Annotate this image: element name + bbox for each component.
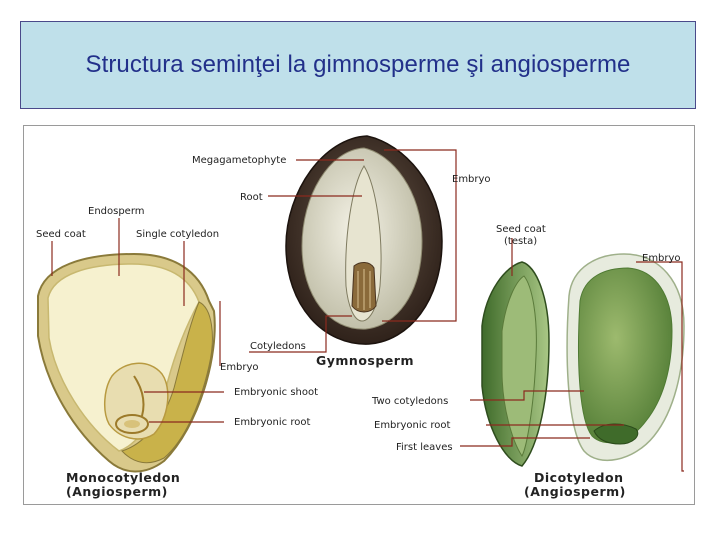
caption-dicot-line2: (Angiosperm) [524,484,626,499]
label-gym-megagametophyte: Megagametophyte [192,155,286,166]
caption-monocot-line1: Monocotyledon [66,470,180,485]
caption-monocot-line2: (Angiosperm) [66,484,168,499]
monocot-seed [38,254,215,472]
label-dicot-embryo: Embryo [642,253,681,264]
label-monocot-embryonic-root: Embryonic root [234,417,310,428]
slide-title: Structura seminţei la gimnosperme şi ang… [85,51,630,79]
gymnosperm-seed [286,136,442,344]
seed-structure-figure: Seed coat Endosperm Single cotyledon Emb… [23,125,695,505]
label-gym-root: Root [240,192,263,203]
dicot-seed [482,254,684,466]
label-dicot-first-leaves: First leaves [396,442,453,453]
caption-gymnosperm: Gymnosperm [316,353,414,368]
label-dicot-seed-coat-line1: Seed coat [496,224,546,235]
label-monocot-embryo: Embryo [220,362,259,373]
seed-diagram-svg: Seed coat Endosperm Single cotyledon Emb… [24,126,694,504]
label-monocot-single-cotyledon: Single cotyledon [136,229,219,240]
label-dicot-seed-coat-line2: (testa) [504,236,537,247]
title-box: Structura seminţei la gimnosperme şi ang… [20,21,696,109]
caption-dicot-line1: Dicotyledon [534,470,623,485]
monocot-embryo [105,363,168,439]
label-gym-embryo: Embryo [452,174,491,185]
label-monocot-embryonic-shoot: Embryonic shoot [234,387,318,398]
label-dicot-two-cotyledons: Two cotyledons [371,396,448,407]
label-monocot-seed-coat: Seed coat [36,229,86,240]
label-dicot-embryonic-root: Embryonic root [374,420,450,431]
label-monocot-endosperm: Endosperm [88,206,145,217]
monocot-root-tip [124,420,140,428]
label-gym-cotyledons: Cotyledons [250,341,306,352]
